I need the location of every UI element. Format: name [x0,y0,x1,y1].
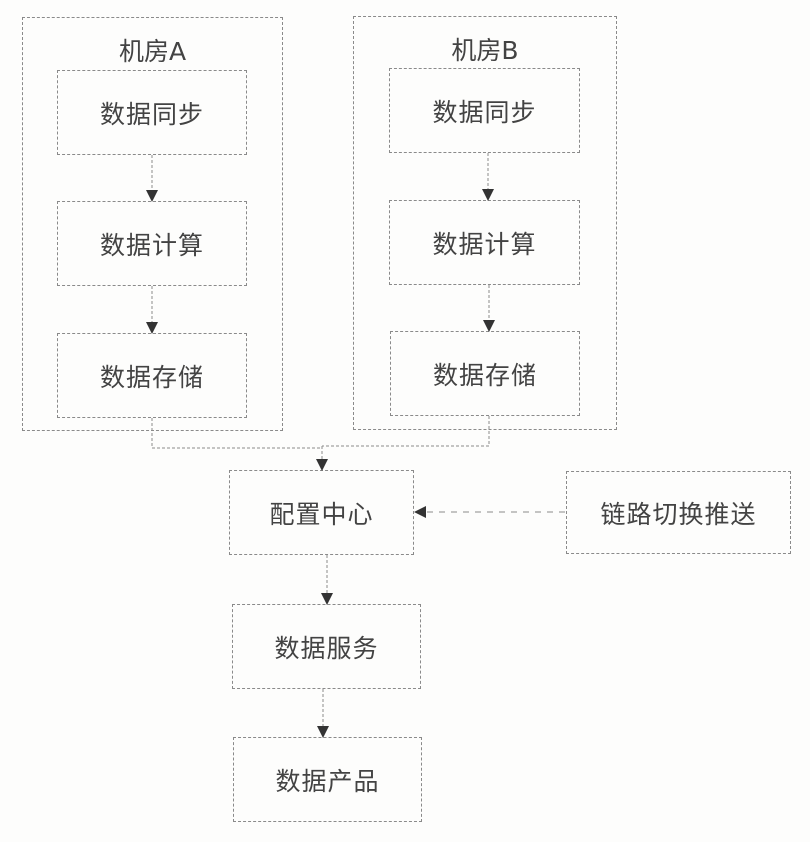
room-b-data-sync: 数据同步 [389,68,580,153]
room-b-title: 机房B [451,36,519,65]
room-b-data-storage: 数据存储 [390,331,580,416]
room-a-data-sync: 数据同步 [57,70,247,155]
link-switch-push-box: 链路切换推送 [566,471,791,554]
room-a-data-storage: 数据存储 [57,333,247,418]
room-a-title: 机房A [118,37,187,66]
config-center-box: 配置中心 [229,470,414,555]
room-b-data-compute: 数据计算 [389,200,580,285]
data-service-box: 数据服务 [232,604,421,689]
room-a-data-compute: 数据计算 [57,201,247,286]
data-product-box: 数据产品 [233,737,422,822]
